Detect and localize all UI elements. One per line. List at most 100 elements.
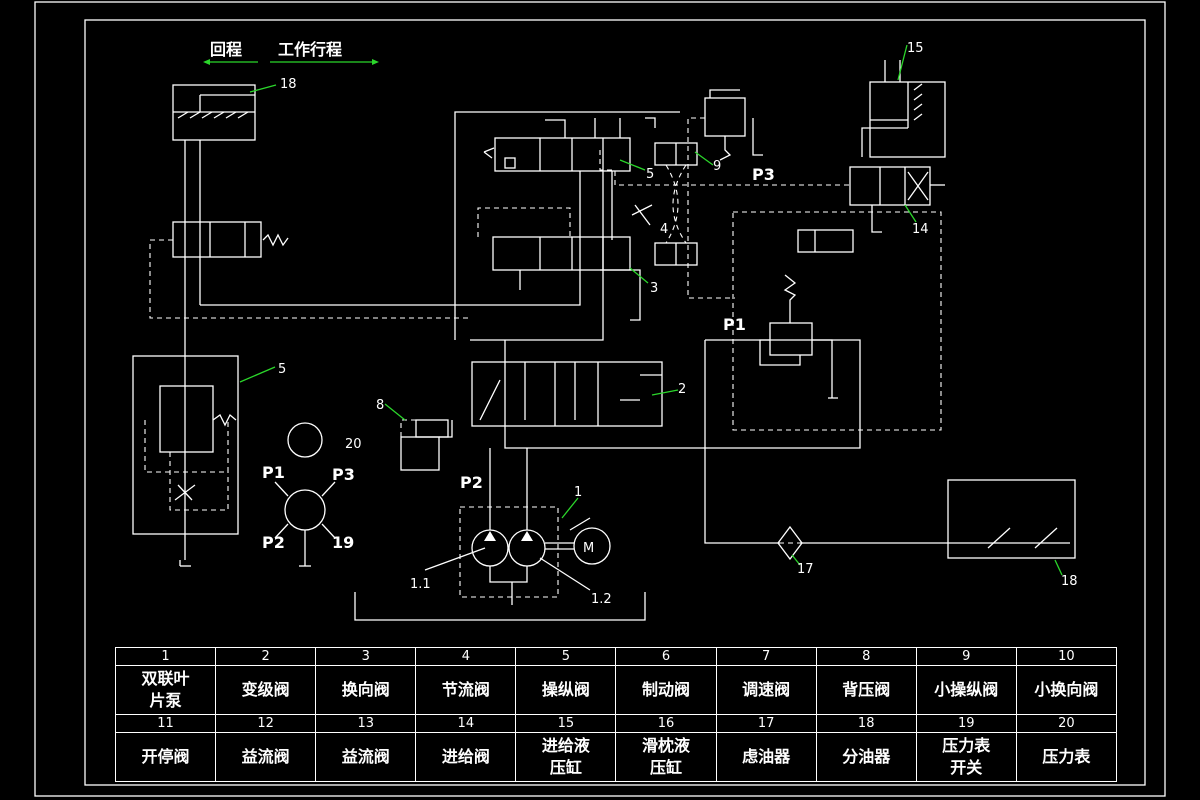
part-number: 18: [815, 714, 917, 733]
return-arrow-head: [203, 59, 210, 65]
callout-2: 2: [678, 382, 686, 397]
port-label-p3: P3: [752, 165, 775, 184]
part-number: 14: [415, 714, 517, 733]
feed-cylinder-15: [861, 60, 946, 158]
part-number: 15: [515, 714, 617, 733]
feed-valve-14: [849, 166, 945, 233]
oil-distributor-18: [947, 479, 1076, 559]
pressure-gauge-20: [274, 422, 336, 567]
leader-1: [561, 497, 579, 519]
part-name: 压力表 开关: [915, 732, 1017, 782]
part-number: 7: [715, 647, 817, 666]
part-name: 小换向阀: [1015, 665, 1118, 715]
part-name: 益流阀: [315, 732, 417, 782]
part-number: 17: [715, 714, 817, 733]
gauge-label-19: 19: [332, 533, 354, 552]
part-number: 8: [815, 647, 917, 666]
callout-1-1: 1.1: [410, 577, 431, 592]
part-name: 操纵阀: [515, 665, 617, 715]
leader-1-1: [424, 547, 486, 571]
table-row: 开停阀 益流阀 益流阀 进给阀 进给液 压缸 滑枕液 压缸 虑油器 分油器 压力…: [114, 732, 1118, 782]
part-number: 4: [415, 647, 517, 666]
leader-5: [619, 159, 646, 171]
pilot-line-a: [477, 207, 571, 237]
callout-3: 3: [650, 281, 658, 296]
pipe-e: [519, 269, 641, 321]
speed-change-valve-2: [471, 339, 861, 449]
part-name: 进给阀: [415, 732, 517, 782]
callout-16: 18: [280, 77, 297, 92]
part-name: 变级阀: [215, 665, 317, 715]
leader-14: [904, 204, 917, 223]
parts-list-table: 1 2 3 4 5 6 7 8 9 10 双联叶 片泵 变级阀 换向阀 节流阀 …: [114, 647, 1118, 782]
pipe-c: [470, 171, 604, 341]
part-name: 压力表: [1015, 732, 1118, 782]
gauge-label-p3: P3: [332, 465, 355, 484]
leader-1-2: [539, 557, 591, 591]
pipe-to-filter: [704, 340, 780, 544]
part-number: 5: [515, 647, 617, 666]
part-number: 13: [315, 714, 417, 733]
callout-14: 14: [912, 222, 929, 237]
back-pressure-valve-8: [400, 419, 453, 471]
part-name: 换向阀: [315, 665, 417, 715]
callout-17: 17: [797, 562, 814, 577]
part-number: 19: [915, 714, 1017, 733]
table-row: 双联叶 片泵 变级阀 换向阀 节流阀 操纵阀 制动阀 调速阀 背压阀 小操纵阀 …: [114, 665, 1118, 715]
part-number: 3: [315, 647, 417, 666]
pilot-line-p3: [599, 150, 850, 186]
reversing-valve-3: [492, 236, 631, 271]
pilot-valve-9: [654, 142, 698, 266]
part-name: 益流阀: [215, 732, 317, 782]
part-name: 节流阀: [415, 665, 517, 715]
part-number: 9: [915, 647, 1017, 666]
callout-4: 4: [660, 222, 668, 237]
control-valve-5: [483, 117, 656, 172]
part-name: 双联叶 片泵: [114, 665, 217, 715]
part-name: 小操纵阀: [915, 665, 1017, 715]
small-reversing-valve: [687, 89, 763, 299]
leader-7: [239, 366, 276, 383]
oil-filter-17: [777, 525, 803, 561]
title-work-stroke: 工作行程: [278, 40, 342, 59]
gauge-label-p2: P2: [262, 533, 285, 552]
relief-valve-box: [732, 211, 942, 431]
leader-8: [384, 403, 406, 421]
brake-valve-6: [149, 221, 470, 319]
leader-9: [694, 151, 714, 166]
work-arrow-head: [372, 59, 379, 65]
callout-18: 18: [1061, 574, 1078, 589]
part-name: 开停阀: [114, 732, 217, 782]
part-number: 12: [215, 714, 317, 733]
callout-5: 5: [646, 167, 654, 182]
inner-border: [84, 19, 1146, 786]
part-name: 进给液 压缸: [515, 732, 617, 782]
pipe-a: [454, 111, 680, 340]
motor-symbol: M: [583, 541, 594, 556]
leader-16: [249, 84, 277, 93]
speed-control-valve-7: [132, 355, 239, 567]
table-row: 11 12 13 14 15 16 17 18 19 20: [114, 714, 1118, 733]
leader-3: [629, 267, 649, 284]
callout-1: 1: [574, 485, 582, 500]
gauge-label-20: 20: [345, 437, 362, 452]
part-number: 20: [1015, 714, 1118, 733]
leader-17: [791, 554, 801, 566]
callout-7: 5: [278, 362, 286, 377]
leader-2: [651, 389, 679, 396]
callout-9: 9: [713, 159, 721, 174]
outer-border: [34, 1, 1166, 797]
gauge-label-p1: P1: [262, 463, 285, 482]
part-name: 滑枕液 压缸: [615, 732, 717, 782]
port-label-p1: P1: [723, 315, 746, 334]
ram-cylinder-16: [172, 84, 256, 560]
part-number: 11: [114, 714, 217, 733]
title-return: 回程: [210, 40, 242, 59]
callout-1-2: 1.2: [591, 592, 612, 607]
part-name: 分油器: [815, 732, 917, 782]
callout-8: 8: [376, 398, 384, 413]
port-label-p2: P2: [460, 473, 483, 492]
part-number: 6: [615, 647, 717, 666]
part-name: 制动阀: [615, 665, 717, 715]
part-number: 1: [114, 647, 217, 666]
